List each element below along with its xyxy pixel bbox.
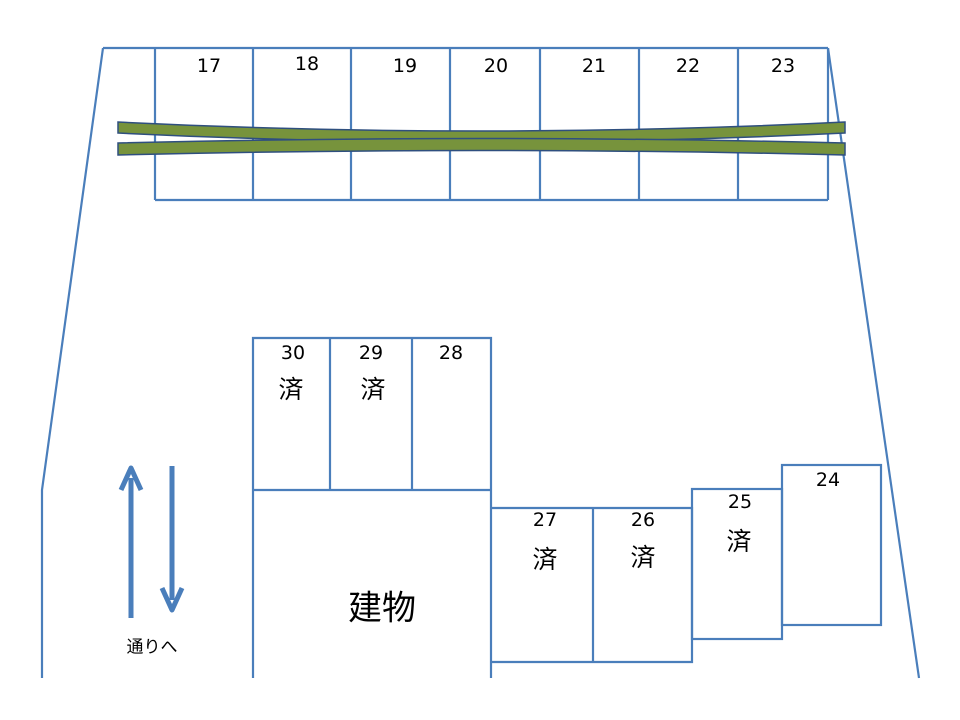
reserved-mark: 済 bbox=[726, 527, 752, 556]
space-number: 26 bbox=[630, 509, 656, 531]
reserved-mark: 済 bbox=[630, 543, 656, 572]
building-label: 建物 bbox=[348, 588, 416, 629]
arrow-down-icon bbox=[159, 466, 185, 613]
space-number: 20 bbox=[483, 55, 509, 77]
space-number: 27 bbox=[532, 509, 558, 531]
space-number: 17 bbox=[196, 55, 222, 77]
spaces-27-26 bbox=[491, 506, 694, 664]
street-direction-label: 通りへ bbox=[126, 637, 178, 658]
lot-left-boundary bbox=[40, 47, 105, 678]
space-number: 29 bbox=[358, 342, 384, 364]
reserved-mark: 済 bbox=[360, 375, 386, 404]
space-number: 22 bbox=[675, 55, 701, 77]
space-number: 23 bbox=[770, 55, 796, 77]
space-number: 28 bbox=[438, 342, 464, 364]
space-number: 30 bbox=[280, 342, 306, 364]
hedge-bar bbox=[117, 137, 846, 156]
space-number: 19 bbox=[392, 55, 418, 77]
space-number: 21 bbox=[581, 55, 607, 77]
reserved-mark: 済 bbox=[278, 375, 304, 404]
space-number: 18 bbox=[294, 53, 320, 75]
reserved-mark: 済 bbox=[532, 545, 558, 574]
space-number: 24 bbox=[815, 469, 841, 491]
space-24 bbox=[780, 463, 883, 627]
arrow-up-icon bbox=[118, 465, 144, 618]
top-row-spaces bbox=[153, 48, 830, 202]
space-number: 25 bbox=[727, 491, 753, 513]
